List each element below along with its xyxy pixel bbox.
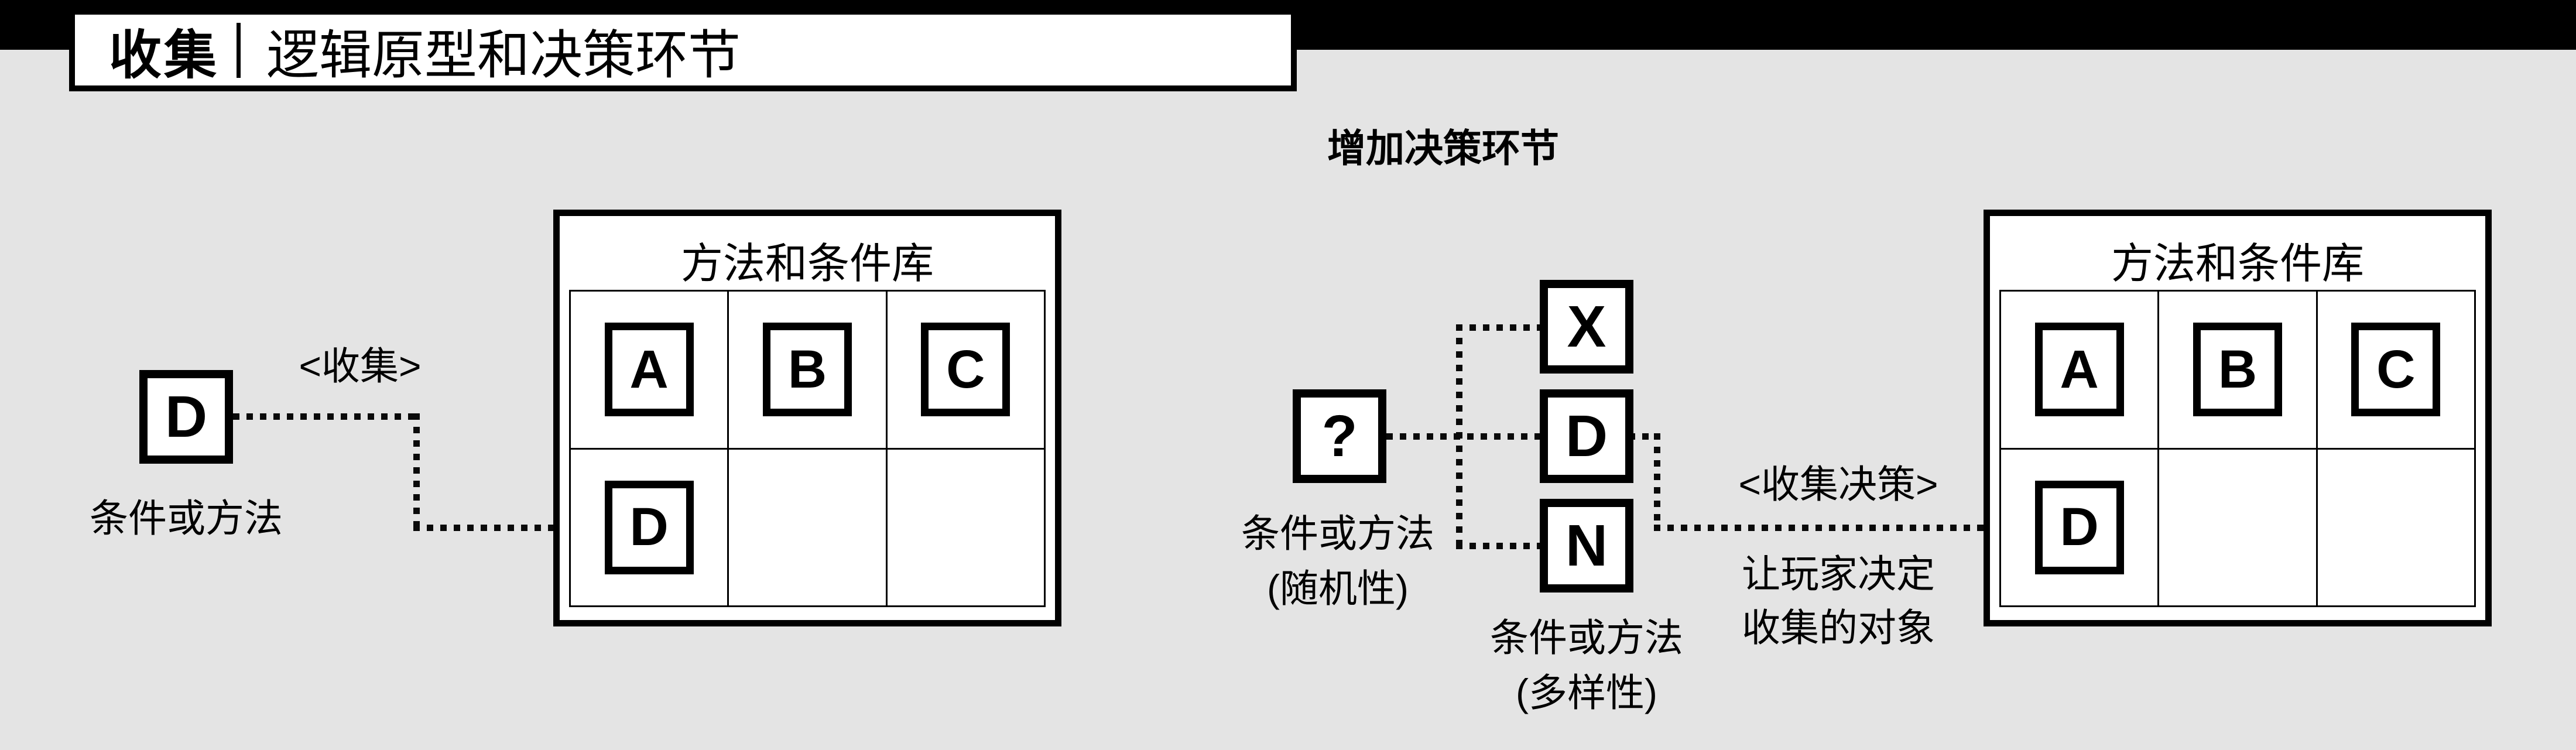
grid-cell: B <box>729 292 886 448</box>
decision-edge-note-line1: 让玩家决定 <box>1742 552 1935 595</box>
item-box-c: C <box>921 323 1010 417</box>
method-library-title-right: 方法和条件库 <box>2111 241 2364 287</box>
left-source-box: D <box>139 370 233 464</box>
slide-title-secondary: 逻辑原型和决策环节 <box>266 26 741 85</box>
decision-connector-arrow-line <box>1654 525 2001 531</box>
grid-cell: D <box>2001 449 2158 605</box>
decision-edge-note: 让玩家决定 收集的对象 <box>1663 547 2014 655</box>
decision-branch-to-x <box>1456 324 1540 331</box>
random-source-glyph: ? <box>1321 403 1358 469</box>
left-connector-horizontal-2 <box>413 525 573 531</box>
item-box-a: A <box>604 323 694 417</box>
slide-title-primary: 收集 <box>109 26 219 85</box>
method-library-grid-right: A B C D <box>1999 290 2476 607</box>
item-box-b: B <box>762 323 852 417</box>
item-letter: B <box>2218 339 2258 399</box>
method-library-panel-left: 方法和条件库 A B C D <box>553 210 1061 626</box>
option-letter-d: D <box>1565 403 1608 469</box>
slide-title-box: 收集 逻辑原型和决策环节 <box>69 9 1297 91</box>
grid-cell: C <box>2317 292 2474 448</box>
options-caption: 条件或方法 (多样性) <box>1469 610 1704 720</box>
grid-cell: B <box>2159 292 2316 448</box>
item-box-d: D <box>2034 480 2124 574</box>
decision-branch-to-n <box>1456 543 1540 549</box>
decision-branch-vertical <box>1456 324 1462 549</box>
item-box-c: C <box>2351 323 2441 417</box>
option-letter-n: N <box>1565 512 1608 578</box>
option-letter-x: X <box>1567 293 1606 359</box>
title-divider-bar <box>237 22 241 78</box>
item-letter: A <box>629 339 669 399</box>
random-source-caption: 条件或方法 (随机性) <box>1221 506 1455 616</box>
left-source-letter: D <box>165 383 208 450</box>
item-letter: A <box>2060 339 2099 399</box>
item-letter: C <box>946 339 985 399</box>
grid-cell: C <box>887 292 1044 448</box>
grid-cell-empty <box>2159 449 2316 605</box>
random-source-caption-line1: 条件或方法 <box>1241 512 1434 555</box>
random-source-box: ? <box>1293 389 1386 483</box>
item-letter: B <box>787 339 827 399</box>
grid-cell: D <box>571 449 728 605</box>
left-source-caption: 条件或方法 <box>90 496 283 540</box>
left-connector-vertical <box>413 413 420 531</box>
item-box-a: A <box>2034 323 2124 417</box>
decision-edge-note-line2: 收集的对象 <box>1742 606 1935 649</box>
grid-cell-empty <box>2317 449 2474 605</box>
option-box-n: N <box>1540 499 1633 593</box>
grid-cell: A <box>571 292 728 448</box>
method-library-title-left: 方法和条件库 <box>680 241 934 287</box>
method-library-panel-right: 方法和条件库 A B C D <box>1984 210 2492 626</box>
item-letter: C <box>2376 339 2416 399</box>
random-source-caption-line2: (随机性) <box>1267 567 1409 610</box>
options-caption-line2: (多样性) <box>1516 671 1657 714</box>
decision-connector-main <box>1386 433 1660 440</box>
left-connector-horizontal-1 <box>233 413 417 420</box>
option-box-x: X <box>1540 280 1633 374</box>
grid-cell-empty <box>729 449 886 605</box>
method-library-grid-left: A B C D <box>569 290 1046 607</box>
item-box-d: D <box>604 480 694 574</box>
option-box-d: D <box>1540 389 1633 483</box>
grid-cell: A <box>2001 292 2158 448</box>
item-letter: D <box>629 497 669 557</box>
decision-edge-label: <收集决策> <box>1738 463 1938 506</box>
options-caption-line1: 条件或方法 <box>1490 616 1683 659</box>
grid-cell-empty <box>887 449 1044 605</box>
item-box-b: B <box>2193 323 2282 417</box>
item-letter: D <box>2060 497 2099 557</box>
left-edge-label: <收集> <box>299 344 422 388</box>
section-heading: 增加决策环节 <box>1327 126 1559 170</box>
decision-connector-descent <box>1654 433 1660 531</box>
